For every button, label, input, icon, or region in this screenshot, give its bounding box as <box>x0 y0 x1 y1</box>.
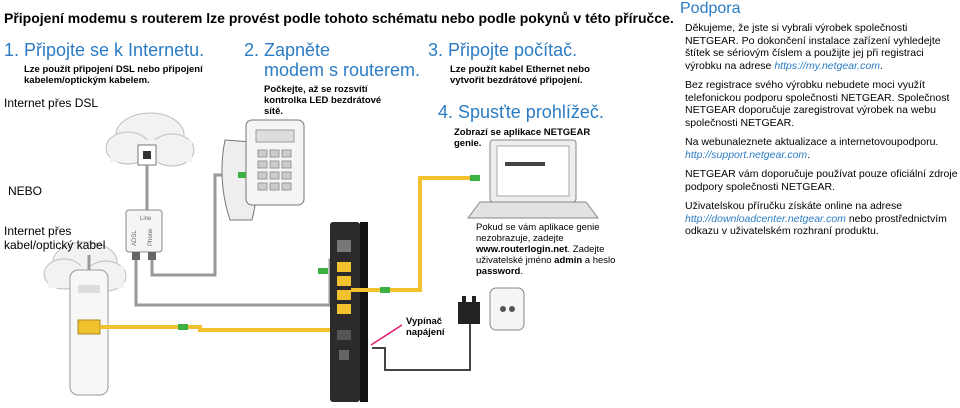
step1-title: 1. Připojte se k Internetu. <box>4 40 205 60</box>
support-p4: NETGEAR vám doporučuje používat pouze of… <box>685 168 958 193</box>
power-switch-label-line1: Vypínač <box>406 316 443 327</box>
step2-title-line2: modem s routerem. <box>264 60 421 80</box>
page-heading: Připojení modemu s routerem lze provést … <box>4 10 674 26</box>
genie-note-pass: password <box>476 266 521 277</box>
router <box>330 222 368 402</box>
splitter-line-label: Line <box>140 216 152 222</box>
splitter-phone-label: Phone <box>148 228 154 246</box>
genie-note-text4: . <box>520 266 523 277</box>
genie-note-url: www.routerlogin.net <box>476 244 568 255</box>
label-cable-line2: kabel/optický kabel <box>4 238 106 252</box>
plug-markers <box>178 172 480 330</box>
support-p1-link[interactable]: https://my.netgear.com <box>774 59 880 72</box>
genie-note-text2: . Zadejte uživatelské jméno <box>476 244 605 266</box>
step4-note: Zobrazí se aplikace NETGEAR genie. <box>454 127 591 149</box>
support-p1-end: . <box>879 59 883 72</box>
step3-note: Lze použít kabel Ethernet nebo vytvořit … <box>450 64 590 86</box>
genie-note-text3: a heslo <box>584 255 616 266</box>
laptop-icon <box>467 139 599 219</box>
support-p3: Na webunaleznete aktualizace a interneto… <box>685 136 960 161</box>
power-switch-label-line2: napájení <box>406 327 445 338</box>
step1-note: Lze použít připojení DSL nebo připojení … <box>24 64 203 86</box>
support-section: Děkujeme, že jste si vybrali výrobek spo… <box>685 22 960 245</box>
support-p1-text: Děkujeme, že jste si vybrali výrobek spo… <box>685 22 941 72</box>
step3-title: 3. Připojte počítač. <box>428 40 578 60</box>
genie-note-user: admin <box>554 255 583 266</box>
label-cable-line1: Internet přes <box>4 224 72 238</box>
splitter: Line ADSL Phone <box>125 209 163 260</box>
label-or: NEBO <box>8 184 43 198</box>
splitter-adsl-label: ADSL <box>132 230 138 246</box>
support-p5-link[interactable]: http://downloadcenter.netgear.com <box>685 212 846 225</box>
support-p2: Bez registrace svého výrobku nebudete mo… <box>685 79 950 129</box>
label-dsl: Internet přes DSL <box>4 96 99 110</box>
genie-note-text1: Pokud se vám aplikace genie nezobrazuje,… <box>476 222 600 244</box>
support-p5: Uživatelskou příručku získáte online na … <box>685 200 960 238</box>
support-p1: Děkujeme, že jste si vybrali výrobek spo… <box>685 22 960 72</box>
support-title: Podpora <box>680 0 741 17</box>
support-p5-text: Uživatelskou příručku získáte online na … <box>685 200 903 212</box>
support-p3-text: Na webunaleznete aktualizace a interneto… <box>685 136 939 148</box>
power-switch-label: Vypínač napájení <box>406 316 466 338</box>
step2-note: Počkejte, až se rozsvítí kontrolka LED b… <box>264 84 382 117</box>
support-p3-end: . <box>807 148 811 161</box>
power-adapter-icon <box>458 296 480 324</box>
wall-socket-icon <box>489 287 525 331</box>
step4-title: 4. Spusťte prohlížeč. <box>438 102 604 122</box>
support-p5-end: nebo prostřednictvím odkazu v uživatelsk… <box>685 212 947 238</box>
support-p3-link[interactable]: http://support.netgear.com <box>685 148 808 161</box>
step2-title-line1: 2. Zapněte <box>244 40 331 60</box>
cable-modem <box>69 269 109 396</box>
genie-note: Pokud se vám aplikace genie nezobrazuje,… <box>476 222 636 277</box>
telephone-icon <box>221 119 305 221</box>
